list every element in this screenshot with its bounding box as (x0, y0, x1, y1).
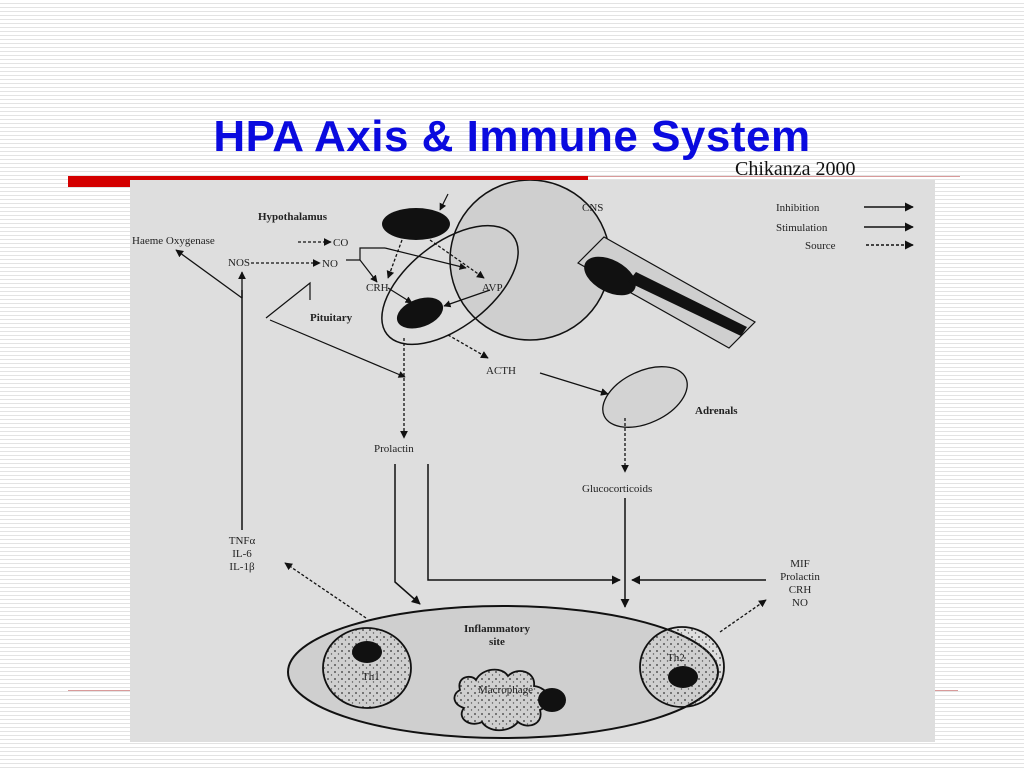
th1-nucleus (352, 641, 382, 663)
inflammatory-site-label-2: site (489, 636, 505, 648)
mediator-mif: MIF (790, 558, 810, 570)
adrenals-label: Adrenals (695, 405, 738, 417)
cytokine-il6: IL-6 (232, 548, 252, 560)
mediator-prolactin: Prolactin (780, 571, 820, 583)
mediator-no: NO (792, 597, 808, 609)
hpa-diagram-figure: CNS Hypothalamus Pituitary Inhibition St… (130, 179, 935, 742)
mediator-crh: CRH (789, 584, 812, 596)
citation: Chikanza 2000 (735, 158, 856, 180)
cns-to-hypothalamus-arrow (439, 193, 449, 211)
pituitary-body (396, 297, 444, 329)
avp-to-pituitary-arrow (443, 289, 491, 308)
macrophage-label: Macrophage (478, 684, 533, 696)
co-no-connector (346, 247, 385, 261)
co-label: CO (333, 237, 348, 249)
feedback-to-haeme-arrow (175, 249, 243, 299)
slide-title: HPA Axis & Immune System (213, 112, 811, 161)
legend-stimulation: Stimulation (776, 222, 828, 234)
hypothalamus-to-avp-arrow (429, 239, 485, 279)
th1-cell (322, 627, 412, 709)
crh-label: CRH (366, 282, 389, 294)
crh-to-pituitary-arrow (387, 287, 413, 304)
acth-to-adrenals-arrow (539, 372, 609, 396)
inflammatory-site-label-1: Inflammatory (464, 623, 530, 635)
acth-label: ACTH (486, 365, 516, 377)
feedback-pituitary-line (265, 281, 311, 319)
no-label: NO (322, 258, 338, 270)
th1-label: Th1 (362, 671, 380, 683)
site-to-mediators-arrow (719, 599, 767, 633)
neuron-body (584, 256, 636, 296)
macrophage-nucleus (538, 688, 566, 712)
adrenals-body (602, 366, 688, 428)
title-rule (588, 176, 960, 177)
prolactin-to-glucocorticoid-arrow (427, 464, 621, 585)
glucocorticoids-label: Glucocorticoids (582, 483, 652, 495)
legend-source: Source (805, 240, 836, 252)
th2-label: Th2 (667, 652, 685, 664)
hypothalamus-label: Hypothalamus (258, 211, 328, 223)
haeme-oxygenase-label: Haeme Oxygenase (132, 235, 215, 247)
cytokine-tnf: TNFα (229, 535, 256, 547)
pituitary-label: Pituitary (310, 312, 353, 324)
pituitary-to-acth-arrow (447, 334, 489, 359)
site-to-cytokines-arrow (284, 562, 367, 619)
hypothalamus-to-crh-arrow (386, 239, 403, 279)
cns-label: CNS (582, 202, 603, 214)
cytokine-il1b: IL-1β (229, 561, 255, 573)
inhibition-to-prolactin-arrow (269, 319, 406, 378)
hpa-diagram: CNS Hypothalamus Pituitary Inhibition St… (132, 179, 914, 739)
neuron-axon (628, 272, 747, 336)
legend-inhibition: Inhibition (776, 202, 820, 214)
prolactin-label: Prolactin (374, 443, 414, 455)
pituitary-outline (381, 224, 519, 346)
no-to-crh-arrow (359, 259, 378, 283)
macrophage-cell (453, 668, 550, 732)
th2-nucleus (668, 666, 698, 688)
nos-label: NOS (228, 257, 250, 269)
hypothalamus-body (382, 208, 450, 240)
prolactin-to-site-arrow (394, 464, 421, 605)
